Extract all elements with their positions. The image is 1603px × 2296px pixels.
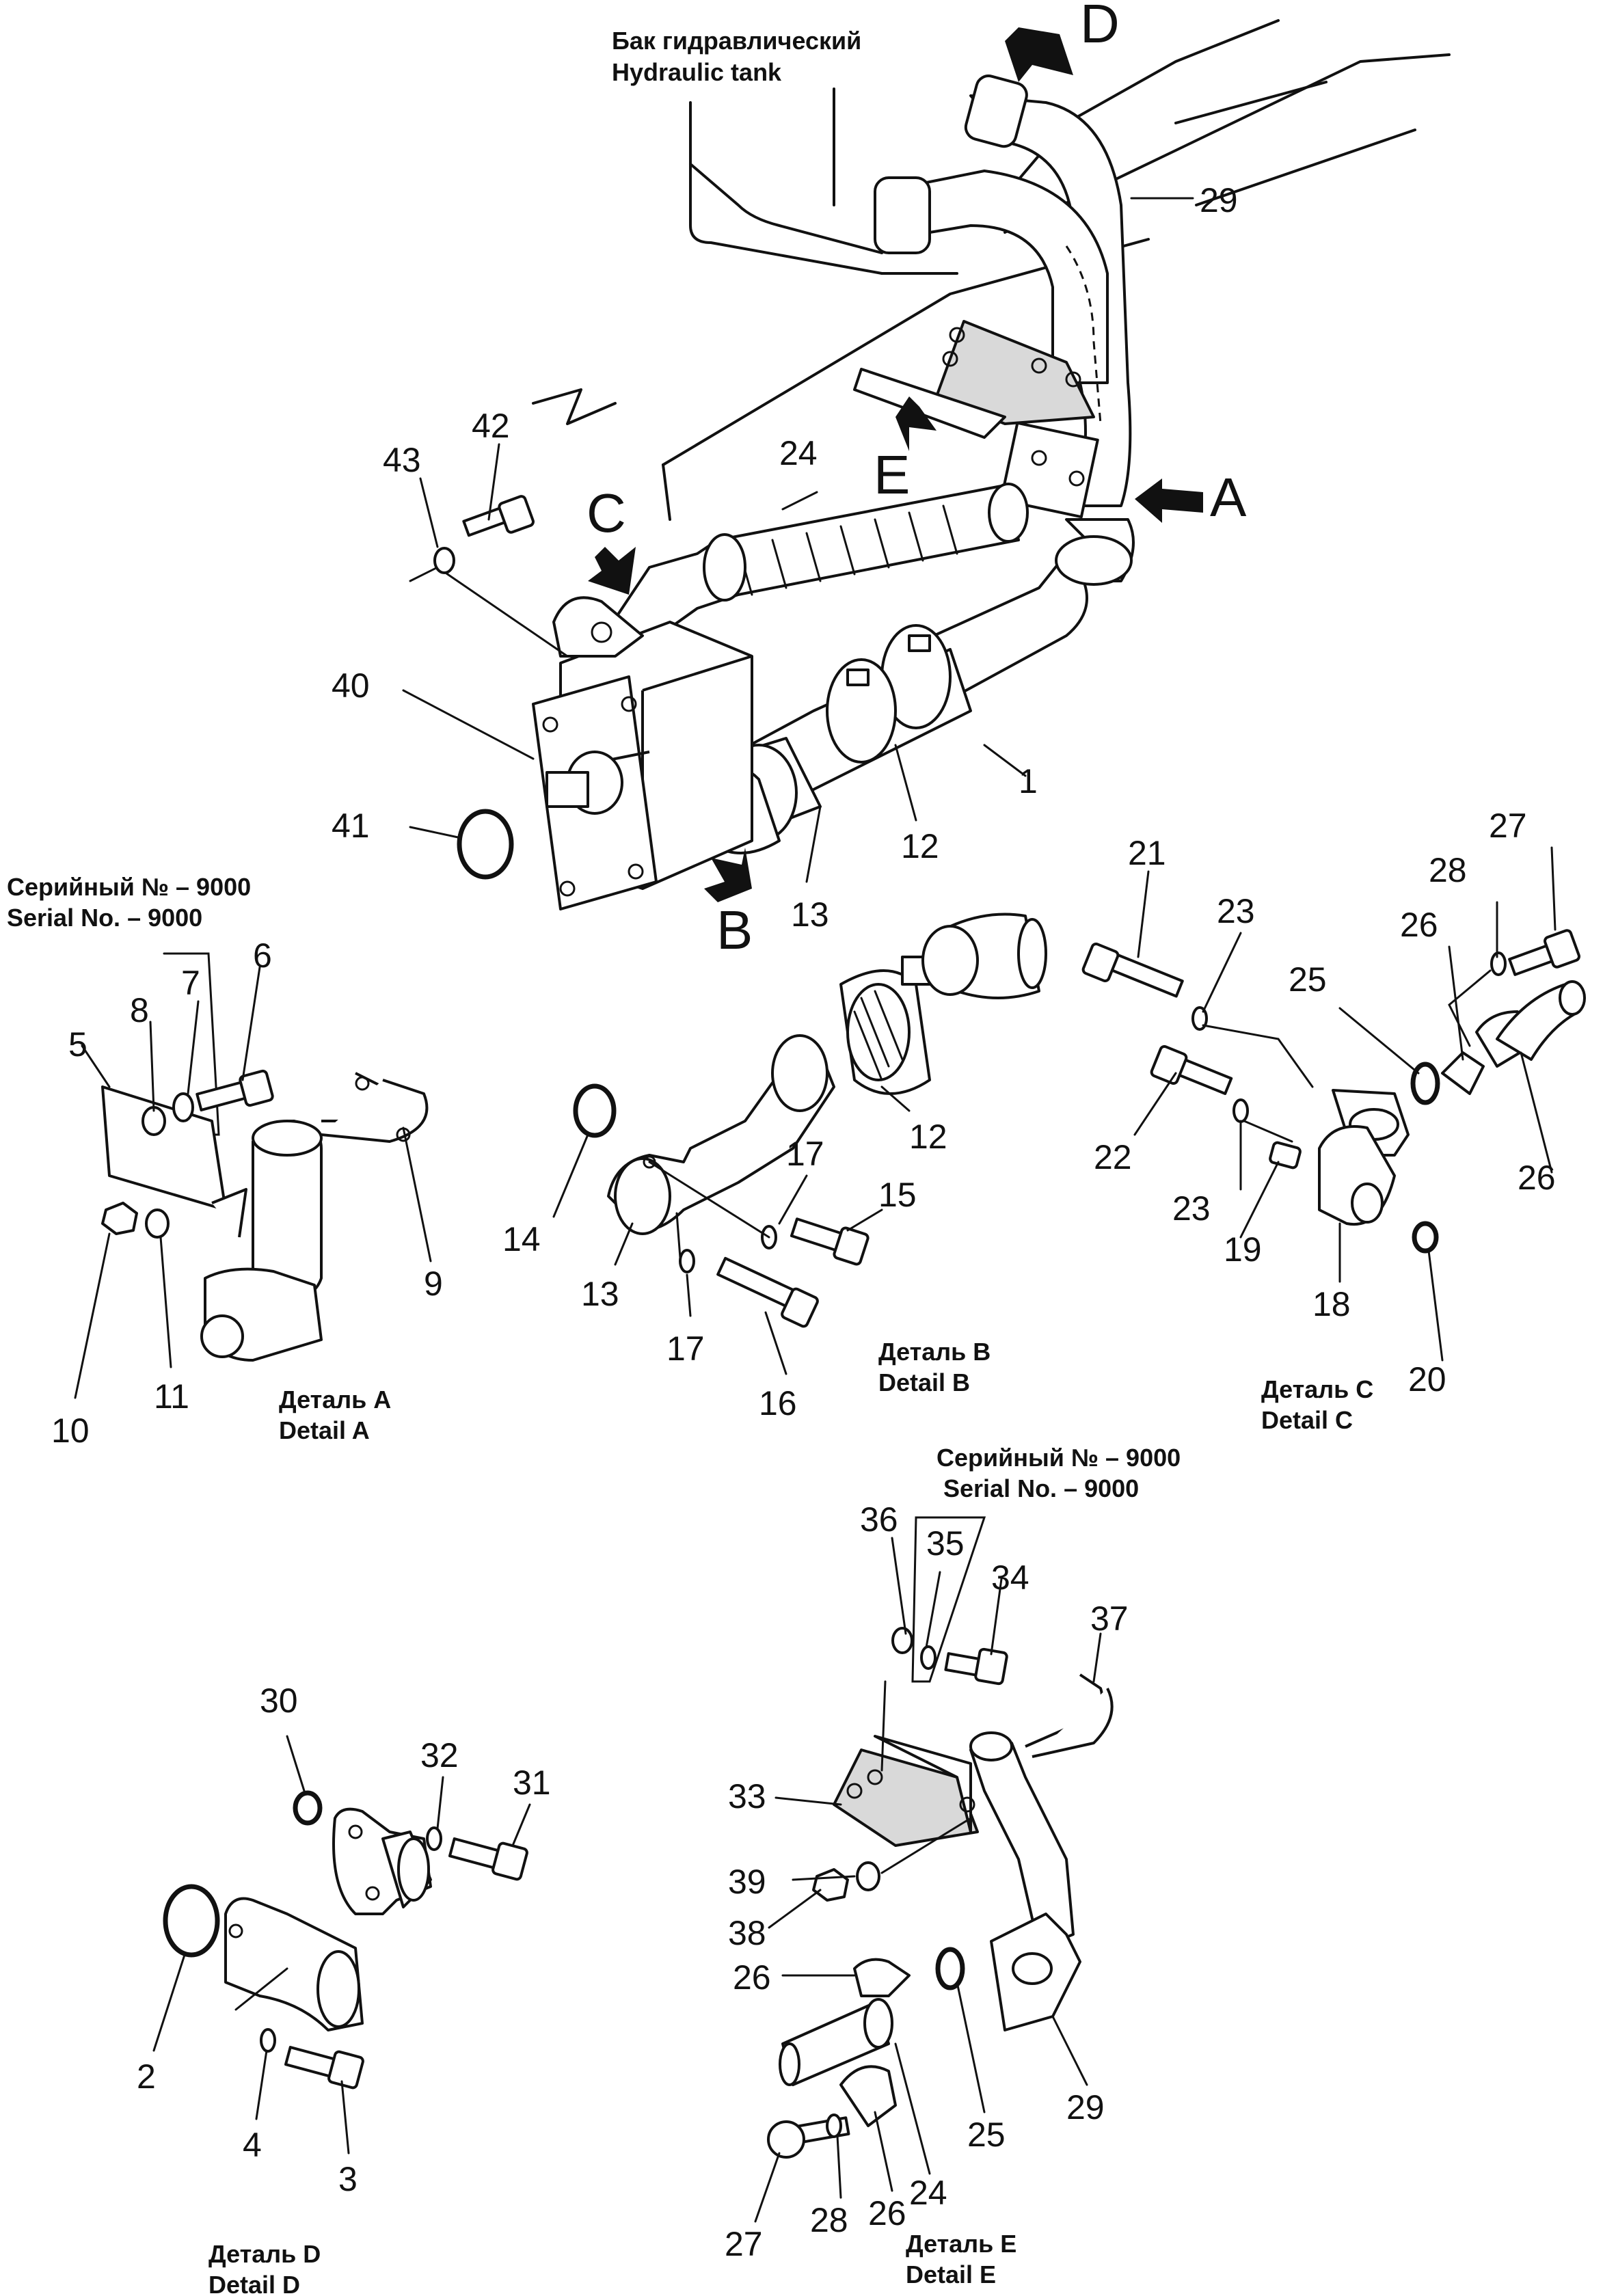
label-26-c-upper: 26 — [1400, 906, 1438, 944]
label-12-main: 12 — [901, 827, 939, 865]
label-8: 8 — [130, 991, 149, 1029]
label-15: 15 — [878, 1176, 917, 1214]
label-26-c-lower: 26 — [1518, 1159, 1556, 1197]
tank-label-en: Hydraulic tank — [612, 58, 782, 86]
label-21: 21 — [1128, 834, 1166, 872]
detail-b-caption-en: Detail B — [878, 1368, 970, 1396]
label-40: 40 — [332, 666, 370, 705]
serial-right-en: Serial No. – 9000 — [943, 1474, 1139, 1502]
label-29-e: 29 — [1066, 2088, 1105, 2126]
label-1: 1 — [1019, 762, 1038, 800]
label-32: 32 — [420, 1736, 459, 1774]
label-25-c: 25 — [1289, 960, 1327, 999]
label-23-lower: 23 — [1172, 1189, 1211, 1228]
label-20: 20 — [1408, 1360, 1446, 1399]
detail-e-caption-en: Detail E — [906, 2260, 996, 2288]
letter-a: A — [1210, 467, 1247, 528]
label-29-main: 29 — [1200, 181, 1238, 219]
label-23-upper: 23 — [1217, 892, 1255, 930]
label-36: 36 — [860, 1500, 898, 1539]
label-3: 3 — [338, 2160, 358, 2198]
detail-c — [1081, 929, 1586, 1254]
leader-lines-a — [74, 966, 432, 1399]
o-ring-30 — [293, 1790, 323, 1826]
label-38: 38 — [728, 1914, 766, 1952]
label-13-b: 13 — [581, 1275, 619, 1313]
detail-c-caption-en: Detail C — [1261, 1406, 1353, 1434]
letter-d: D — [1080, 0, 1120, 54]
label-43: 43 — [383, 441, 421, 479]
detail-d-caption-en: Detail D — [208, 2271, 300, 2296]
label-31: 31 — [513, 1764, 551, 1802]
label-26-e-upper: 26 — [733, 1958, 771, 1997]
detail-c-caption-ru: Деталь C — [1261, 1375, 1373, 1403]
washer-43 — [433, 547, 455, 574]
label-19: 19 — [1224, 1230, 1262, 1269]
label-27-e: 27 — [725, 2225, 763, 2263]
main-assembly — [409, 75, 1135, 910]
detail-b-caption-ru: Деталь B — [878, 1338, 991, 1366]
label-22: 22 — [1094, 1138, 1132, 1176]
label-14: 14 — [502, 1220, 541, 1258]
label-12-b: 12 — [909, 1118, 947, 1156]
detail-a-caption-en: Detail A — [279, 1416, 370, 1444]
leader-lines-c — [1133, 846, 1557, 1362]
label-11: 11 — [154, 1377, 189, 1416]
leader-lines-b — [552, 1085, 911, 1375]
detail-a-caption-ru: Деталь A — [279, 1386, 391, 1414]
detail-e-caption-ru: Деталь E — [906, 2230, 1016, 2258]
serial-right-ru: Серийный № – 9000 — [937, 1444, 1181, 1472]
label-6: 6 — [253, 936, 272, 975]
letter-e: E — [874, 444, 910, 505]
label-9: 9 — [424, 1265, 443, 1303]
label-28-c: 28 — [1429, 851, 1467, 889]
bolt-42 — [462, 495, 535, 537]
detail-d-caption-ru: Деталь D — [208, 2240, 321, 2268]
label-41: 41 — [332, 807, 370, 845]
leader-lines-e — [754, 1537, 1102, 2223]
label-30: 30 — [260, 1682, 298, 1720]
detail-a — [101, 952, 429, 1362]
o-ring-2 — [163, 1884, 220, 1958]
label-7: 7 — [181, 964, 200, 1002]
o-ring-14 — [573, 1083, 617, 1138]
label-24-e: 24 — [909, 2174, 947, 2212]
label-34: 34 — [991, 1558, 1029, 1597]
leader-lines-d — [152, 1735, 531, 2155]
label-16: 16 — [759, 1384, 797, 1422]
label-18: 18 — [1312, 1285, 1351, 1323]
label-13-main: 13 — [791, 895, 829, 934]
label-4: 4 — [243, 2126, 262, 2164]
label-5: 5 — [68, 1025, 87, 1064]
label-17-lower: 17 — [666, 1329, 705, 1368]
o-ring-41 — [457, 809, 514, 880]
label-37: 37 — [1090, 1599, 1129, 1638]
label-2: 2 — [137, 2057, 156, 2096]
label-35: 35 — [926, 1524, 965, 1563]
o-ring-20 — [1412, 1221, 1439, 1254]
detail-b — [573, 913, 1047, 1328]
letter-b: B — [716, 900, 753, 960]
label-24-main: 24 — [779, 434, 818, 472]
leader-lines-main — [402, 197, 1194, 883]
label-42: 42 — [472, 407, 510, 445]
serial-left-en: Serial No. – 9000 — [7, 904, 202, 932]
detail-e — [767, 1516, 1114, 2159]
o-ring-25-c — [1410, 1062, 1440, 1105]
detail-d — [163, 1790, 528, 2090]
tank-label-ru: Бак гидравлический — [612, 27, 861, 55]
label-26-e-lower: 26 — [868, 2194, 906, 2232]
pointer-arrows — [588, 27, 1203, 902]
label-17-upper: 17 — [786, 1135, 824, 1173]
label-10: 10 — [51, 1412, 90, 1450]
label-25-e: 25 — [967, 2116, 1006, 2154]
o-ring-25-e — [935, 1947, 965, 1990]
label-33: 33 — [728, 1777, 766, 1815]
letter-c: C — [587, 483, 626, 543]
serial-left-ru: Серийный № – 9000 — [7, 873, 251, 901]
label-28-e: 28 — [810, 2201, 848, 2239]
label-27-c: 27 — [1489, 807, 1527, 845]
label-39: 39 — [728, 1863, 766, 1901]
